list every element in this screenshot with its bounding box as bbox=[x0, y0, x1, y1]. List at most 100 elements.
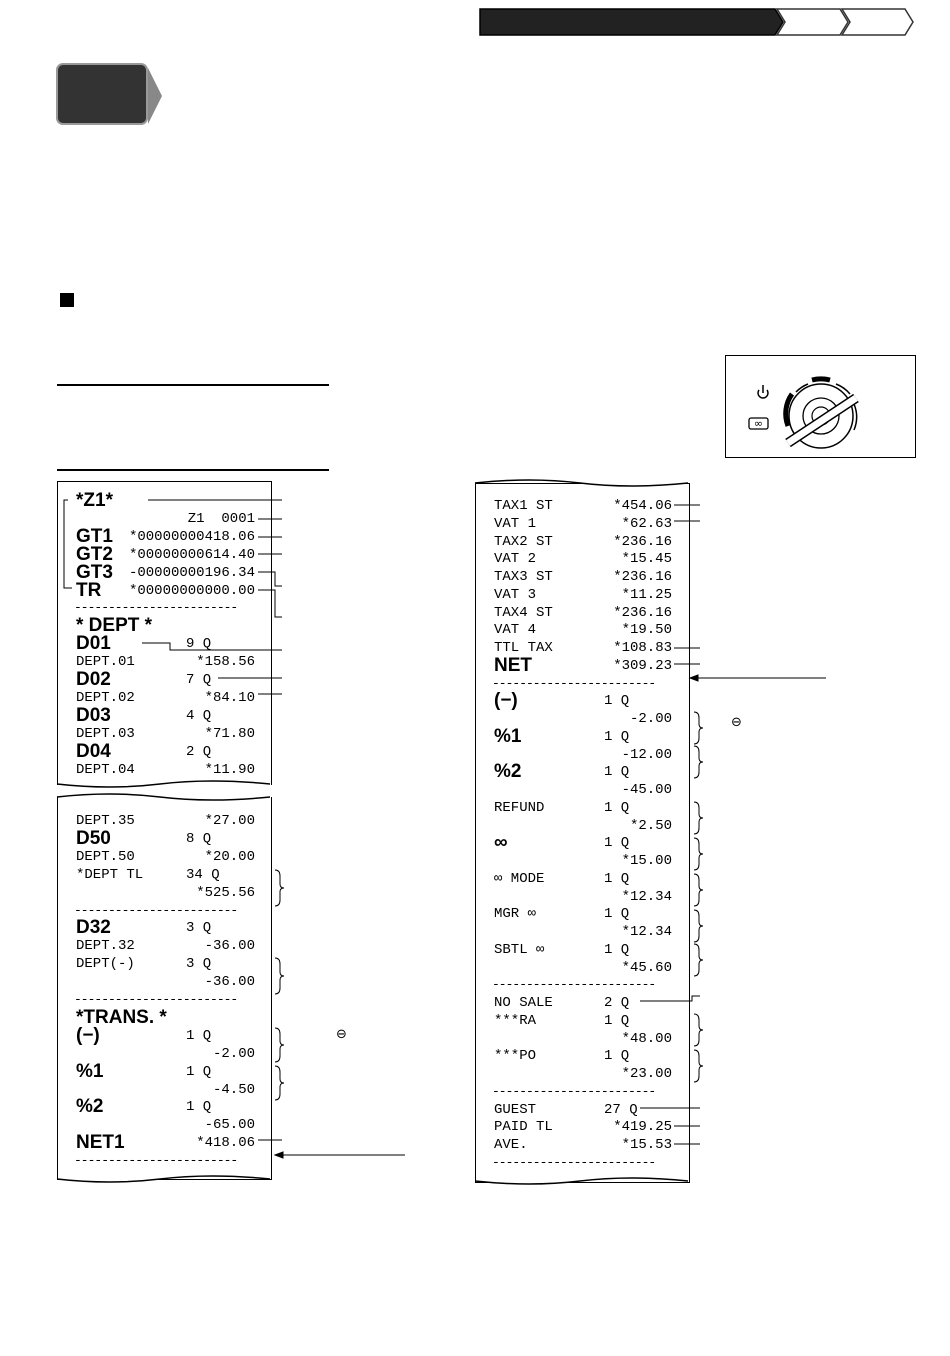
receipt-quantity: 3 Q bbox=[186, 956, 212, 973]
receipt-label: REFUND bbox=[494, 799, 545, 816]
receipt-label: GUEST bbox=[494, 1101, 537, 1118]
receipt-label: TR bbox=[76, 579, 102, 601]
receipt-line: DEPT.32-36.00 bbox=[58, 938, 271, 954]
receipt-label: D04 bbox=[76, 740, 111, 762]
receipt-label: VAT 2 bbox=[494, 551, 537, 568]
receipt-line: ------------------------ bbox=[476, 1084, 689, 1100]
receipt-amount: -45.00 bbox=[621, 782, 672, 798]
receipt-amount: -12.00 bbox=[621, 746, 672, 763]
rule-top bbox=[57, 384, 329, 386]
receipt-quantity: 2 Q bbox=[604, 995, 630, 1011]
receipt-quantity: 27 Q bbox=[604, 1101, 638, 1118]
receipt-line: ------------------------ bbox=[476, 676, 689, 692]
receipt-line: *45.60 bbox=[476, 960, 689, 976]
receipt-line: TTL TAX*108.83 bbox=[476, 640, 689, 656]
receipt-label: %2 bbox=[76, 1096, 104, 1118]
receipt-line: -2.00 bbox=[58, 1046, 271, 1062]
receipt-label: GT2 bbox=[76, 543, 113, 565]
receipt-quantity: 9 Q bbox=[186, 636, 212, 653]
infinity-icon: ∞ bbox=[748, 417, 769, 430]
receipt-label: *TRANS. * bbox=[76, 1006, 167, 1028]
receipt-line: -2.00 bbox=[476, 711, 689, 727]
receipt-amount: Z1 0001 bbox=[187, 510, 255, 527]
receipt-quantity: 1 Q bbox=[604, 693, 630, 710]
receipt-amount: -00000000196.34 bbox=[128, 564, 255, 581]
receipt-quantity: 1 Q bbox=[604, 941, 630, 958]
receipt-amount: *108.83 bbox=[613, 640, 672, 656]
receipt-line: *48.00 bbox=[476, 1031, 689, 1047]
receipt-amount: *418.06 bbox=[196, 1135, 255, 1152]
receipt-label: TAX3 ST bbox=[494, 569, 553, 585]
receipt-line: ------------------------ bbox=[58, 903, 271, 919]
mode-switch-panel: ∞ bbox=[725, 355, 916, 458]
receipt-separator: ------------------------ bbox=[74, 1153, 238, 1169]
receipt-amount: *2.50 bbox=[629, 817, 672, 834]
receipt-line: -45.00 bbox=[476, 782, 689, 798]
receipt-label: D02 bbox=[76, 669, 111, 690]
receipt-amount: *12.34 bbox=[621, 888, 672, 905]
receipt-amount: *00000000000.00 bbox=[128, 582, 255, 599]
receipt-amount: -2.00 bbox=[212, 1045, 255, 1062]
receipt-amount: *62.63 bbox=[621, 515, 672, 532]
receipt-line: ------------------------ bbox=[58, 1153, 271, 1169]
receipt-amount: *00000000614.40 bbox=[128, 546, 255, 563]
mode-key-dial: ∞ bbox=[748, 376, 859, 449]
receipt-line: Z1 0001 bbox=[58, 511, 271, 527]
power-icon bbox=[757, 385, 769, 399]
receipt-amount: *48.00 bbox=[621, 1030, 672, 1047]
receipt-line: ------------------------ bbox=[476, 977, 689, 993]
receipt-label: DEPT.04 bbox=[76, 761, 135, 778]
receipt-line: TAX2 ST*236.16 bbox=[476, 534, 689, 550]
receipt-label: ∞ bbox=[494, 832, 508, 854]
receipt-amount: *419.25 bbox=[613, 1119, 672, 1136]
receipt-label: DEPT.01 bbox=[76, 654, 135, 671]
receipt-label: (−) bbox=[76, 1024, 100, 1046]
receipt-label: DEPT.50 bbox=[76, 848, 135, 865]
svg-text:∞: ∞ bbox=[754, 417, 763, 430]
receipt-quantity: 1 Q bbox=[186, 1027, 212, 1044]
receipt-label: *DEPT TL bbox=[76, 866, 144, 883]
receipt-label: D50 bbox=[76, 827, 111, 849]
receipt-amount: *71.80 bbox=[204, 725, 255, 742]
receipt-label: %1 bbox=[494, 725, 522, 747]
receipt-quantity: 4 Q bbox=[186, 707, 212, 724]
receipt-quantity: 1 Q bbox=[604, 1012, 630, 1029]
receipt-label: D01 bbox=[76, 633, 111, 655]
receipt-label: TAX2 ST bbox=[494, 533, 553, 550]
receipt-label: TAX4 ST bbox=[494, 604, 553, 621]
chapter-tab bbox=[56, 63, 162, 125]
minus-key-symbol-left: ⊖ bbox=[336, 1027, 347, 1042]
receipt-quantity: 1 Q bbox=[604, 870, 630, 887]
receipt-line: MGR ∞1 Q bbox=[476, 906, 689, 922]
receipt-line: ------------------------ bbox=[476, 1155, 689, 1171]
receipt-line: GT1*00000000418.06 bbox=[58, 527, 271, 546]
receipt-label: MGR ∞ bbox=[494, 906, 537, 923]
receipt-line: *15.00 bbox=[476, 853, 689, 869]
receipt-quantity: 1 Q bbox=[604, 1048, 630, 1065]
receipt-line: AVE.*15.53 bbox=[476, 1137, 689, 1153]
receipt-quantity: 3 Q bbox=[186, 920, 212, 937]
receipt-amount: *454.06 bbox=[613, 498, 672, 514]
receipt-amount: *11.90 bbox=[204, 761, 255, 778]
receipt-amount: *19.50 bbox=[621, 622, 672, 639]
receipt-quantity: 1 Q bbox=[604, 764, 630, 781]
receipt-label: ***PO bbox=[494, 1048, 537, 1065]
receipt-line: ------------------------ bbox=[58, 600, 271, 616]
receipt-line: *12.34 bbox=[476, 924, 689, 940]
receipt-label: DEPT.02 bbox=[76, 689, 135, 706]
receipt-label: DEPT(-) bbox=[76, 956, 135, 973]
receipt-line: (−)1 Q bbox=[476, 691, 689, 710]
receipt-line: ∞1 Q bbox=[476, 832, 689, 854]
receipt-line: *2.50 bbox=[476, 818, 689, 834]
receipt-amount: *12.34 bbox=[621, 924, 672, 940]
